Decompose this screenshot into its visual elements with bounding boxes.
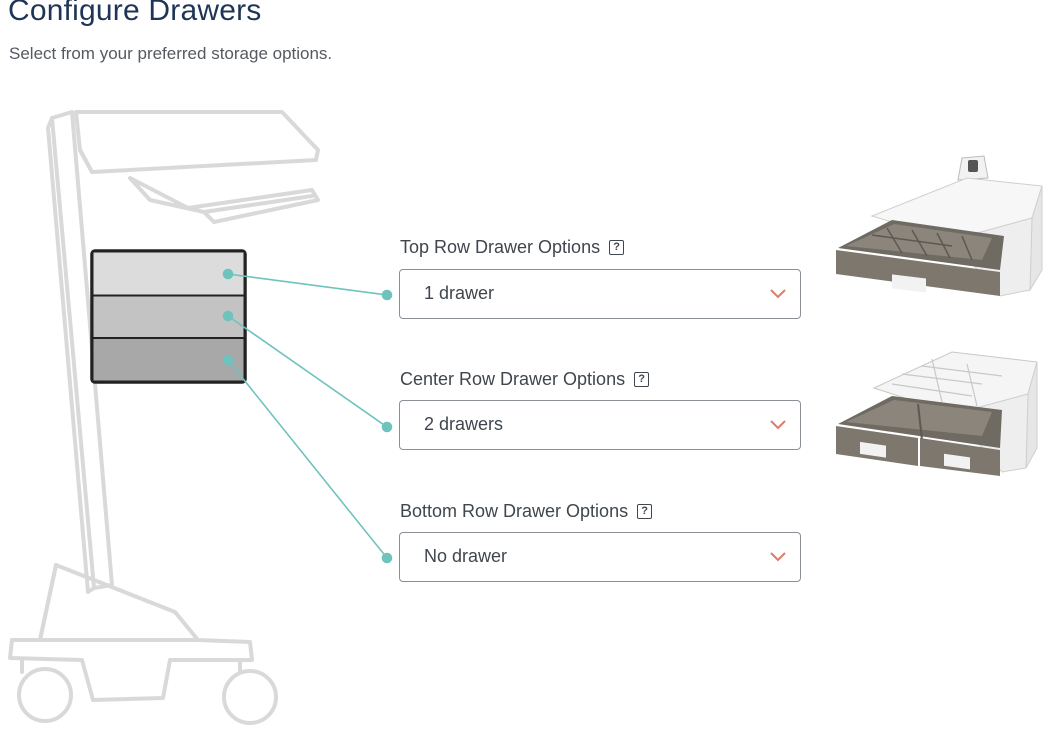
chevron-down-icon [770,420,786,430]
drawer-stack [90,249,247,384]
page-title: Configure Drawers [8,0,262,27]
top-row-select[interactable]: 1 drawer [399,269,801,319]
top-row-select-value: 1 drawer [424,283,495,303]
bottom-row-label: Bottom Row Drawer Options ? [400,501,653,522]
bottom-row-select[interactable]: No drawer [399,532,801,582]
center-row-label-text: Center Row Drawer Options [400,369,626,389]
help-icon[interactable]: ? [609,240,625,255]
center-row-select[interactable]: 2 drawers [399,400,801,450]
help-icon[interactable]: ? [634,372,650,387]
center-row-label: Center Row Drawer Options ? [400,369,650,390]
bottom-row-select-value: No drawer [424,546,508,566]
connector-lines [222,268,393,564]
top-row-label: Top Row Drawer Options ? [400,237,625,258]
bottom-row-label-text: Bottom Row Drawer Options [400,501,629,521]
chevron-down-icon [770,289,786,299]
cart-outline [8,110,320,725]
double-drawer-image [836,351,1038,476]
help-icon[interactable]: ? [637,504,653,519]
chevron-down-icon [770,552,786,562]
top-row-label-text: Top Row Drawer Options [400,237,601,257]
single-drawer-image [836,155,1043,297]
page-subtitle: Select from your preferred storage optio… [9,44,333,63]
center-row-select-value: 2 drawers [424,414,504,434]
